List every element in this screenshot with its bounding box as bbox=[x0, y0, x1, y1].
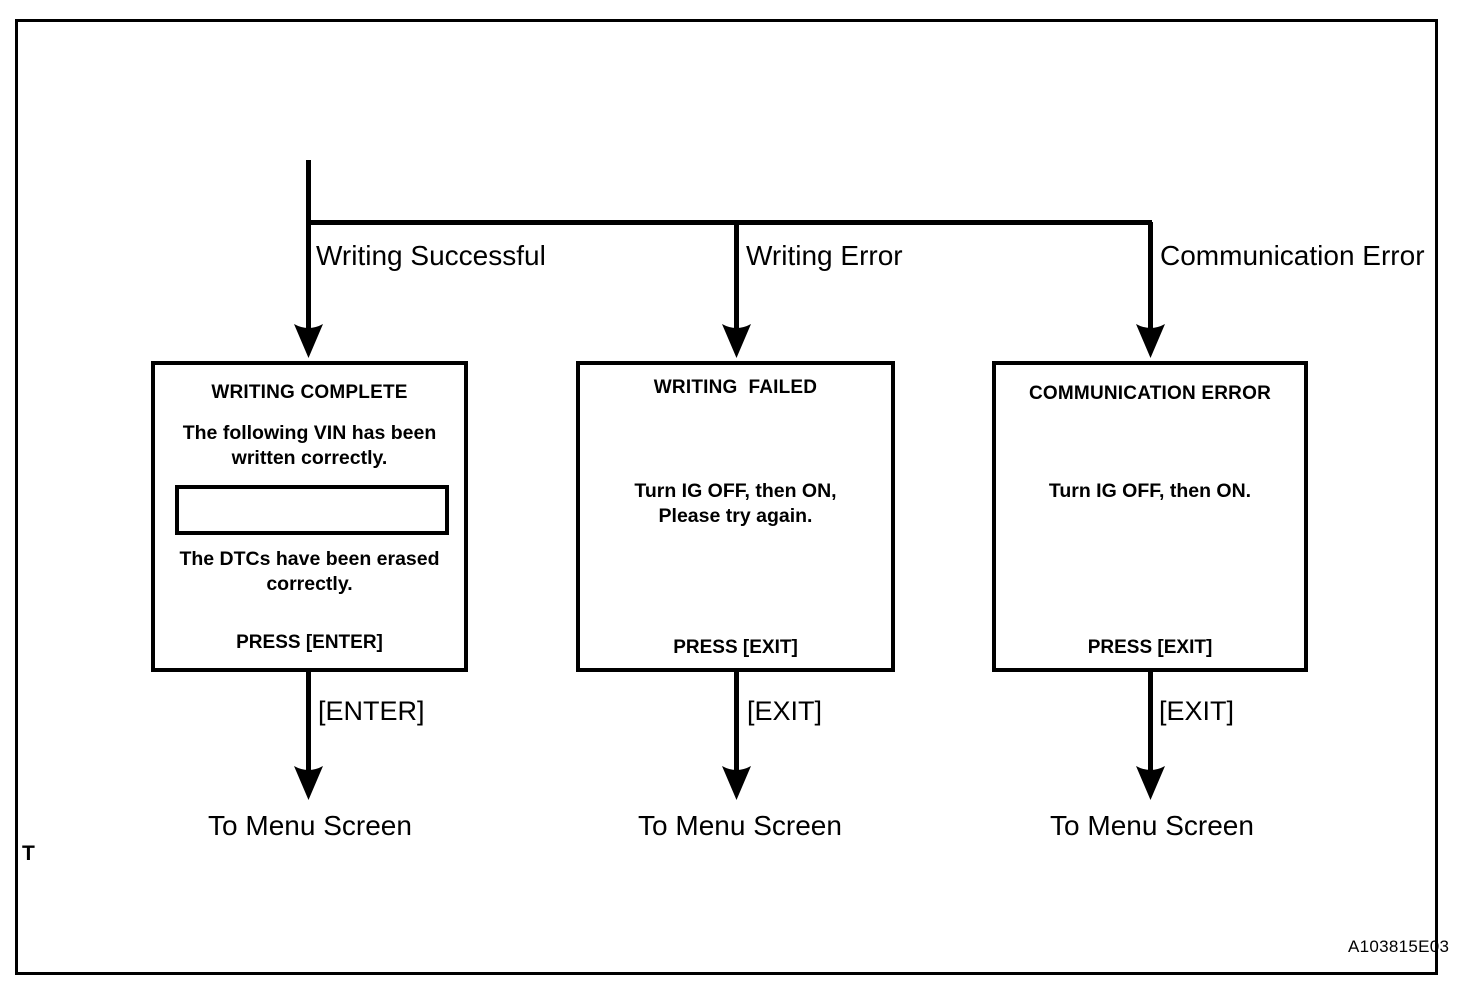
terminal-label-to-menu-screen-1: To Menu Screen bbox=[208, 810, 412, 841]
edge-marker-letter: T bbox=[22, 842, 35, 865]
screen-title-writing-complete: WRITING COMPLETE bbox=[211, 382, 408, 403]
screen-prompt-press-exit-1: PRESS [EXIT] bbox=[673, 637, 798, 658]
figure-id-code: A103815E03 bbox=[1348, 937, 1450, 956]
screen-box-writing-complete: WRITING COMPLETE The following VIN has b… bbox=[151, 361, 468, 672]
screen-message-dtc-erased: The DTCs have been erased correctly. bbox=[179, 548, 440, 595]
key-label-exit-2: [EXIT] bbox=[1159, 696, 1235, 726]
terminal-label-to-menu-screen-3: To Menu Screen bbox=[1050, 810, 1254, 841]
screen-prompt-press-enter: PRESS [ENTER] bbox=[236, 632, 383, 653]
figure-border bbox=[15, 19, 1438, 975]
branch-label-writing-error: Writing Error bbox=[746, 240, 903, 271]
screen-message-vin-written: The following VIN has been written corre… bbox=[182, 422, 437, 469]
screen-box-writing-failed: WRITING FAILED Turn IG OFF, then ON, Ple… bbox=[576, 361, 895, 672]
screen-message-writing-failed: Turn IG OFF, then ON, Please try again. bbox=[634, 480, 837, 527]
vin-value-field[interactable] bbox=[175, 485, 449, 535]
screen-message-communication-error: Turn IG OFF, then ON. bbox=[1048, 480, 1252, 502]
terminal-label-to-menu-screen-2: To Menu Screen bbox=[638, 810, 842, 841]
key-label-exit-1: [EXIT] bbox=[747, 696, 823, 726]
screen-prompt-press-exit-2: PRESS [EXIT] bbox=[1087, 637, 1213, 658]
screen-title-writing-failed: WRITING FAILED bbox=[653, 377, 818, 398]
screen-title-communication-error: COMMUNICATION ERROR bbox=[1029, 383, 1271, 404]
branch-label-writing-successful: Writing Successful bbox=[316, 240, 546, 271]
branch-label-communication-error: Communication Error bbox=[1160, 240, 1425, 271]
screen-box-communication-error: COMMUNICATION ERROR Turn IG OFF, then ON… bbox=[992, 361, 1308, 672]
key-label-enter: [ENTER] bbox=[318, 696, 425, 726]
